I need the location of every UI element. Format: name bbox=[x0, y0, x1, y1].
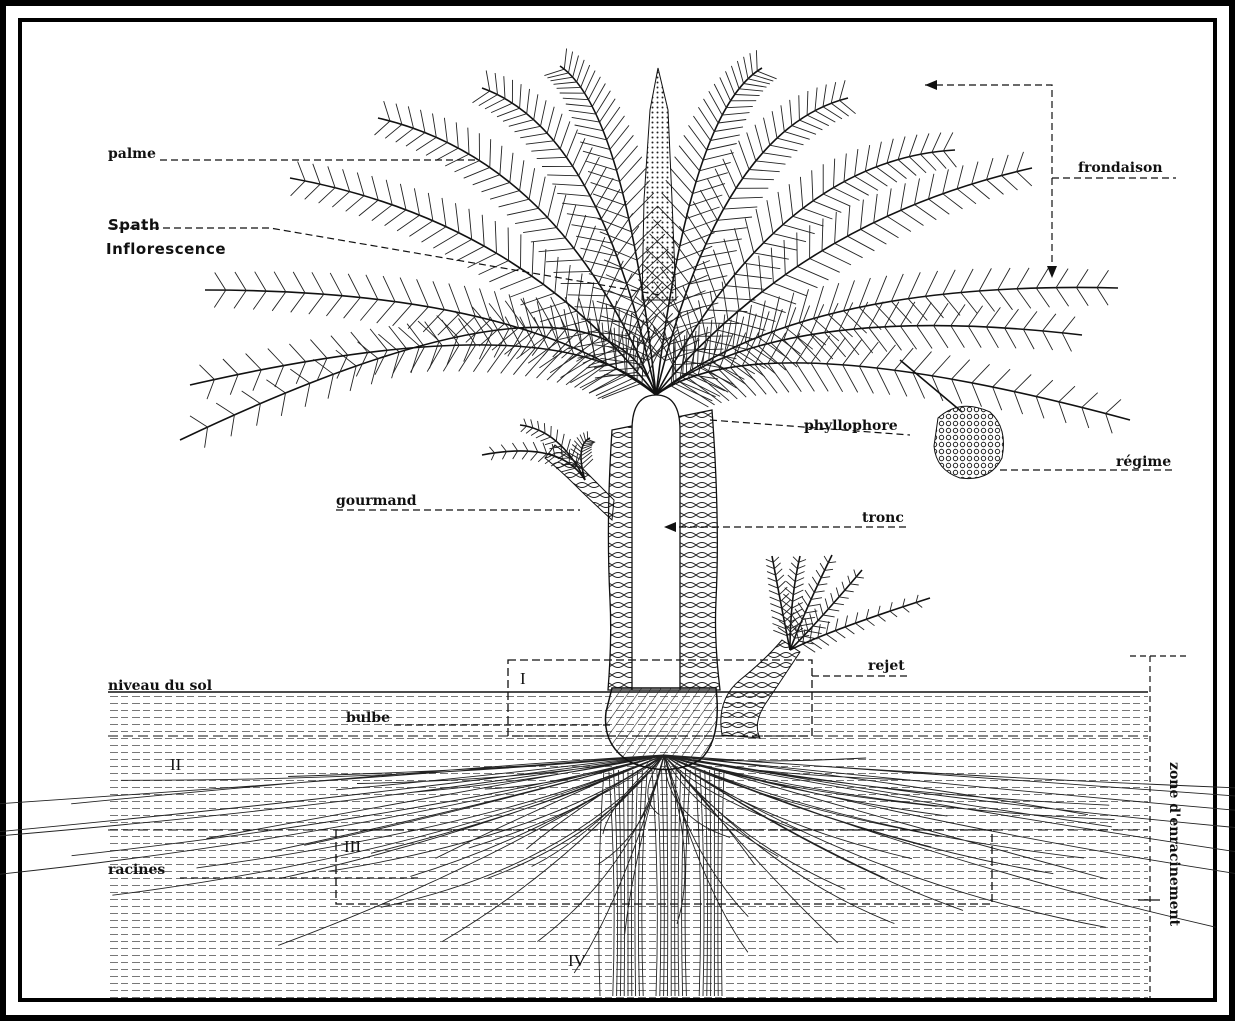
frond-2 bbox=[190, 317, 656, 400]
label-bulbe: bulbe bbox=[346, 710, 390, 726]
label-regime: régime bbox=[1116, 454, 1171, 470]
frondaison-arrow-bottom bbox=[1047, 266, 1057, 278]
rejet-leaves bbox=[766, 555, 930, 652]
label-spath: Spath bbox=[108, 216, 160, 234]
zone-label-I: I bbox=[520, 669, 526, 688]
label-zone-enracinement: zone d'enracinement bbox=[1166, 762, 1182, 927]
label-racines: racines bbox=[108, 862, 165, 878]
trunk-cutaway bbox=[632, 395, 680, 690]
label-palme: palme bbox=[108, 146, 156, 162]
zone-label-III: III bbox=[344, 837, 361, 856]
bulb bbox=[606, 688, 718, 770]
zone-label-II: II bbox=[170, 755, 182, 774]
label-phyllophore: phyllophore bbox=[804, 418, 898, 434]
label-gourmand: gourmand bbox=[336, 493, 417, 509]
spath-spike bbox=[642, 68, 676, 300]
frondaison-arrow-top bbox=[925, 80, 937, 90]
frond-13 bbox=[656, 302, 1082, 401]
regime-cluster bbox=[934, 406, 1004, 478]
gourmand-leaves bbox=[482, 419, 595, 480]
label-inflorescence: Inflorescence bbox=[106, 240, 226, 258]
leader-inflorescence bbox=[108, 228, 660, 295]
label-rejet: rejet bbox=[868, 658, 905, 674]
label-frondaison: frondaison bbox=[1078, 160, 1163, 176]
label-niveau-sol: niveau du sol bbox=[108, 678, 212, 694]
label-tronc: tronc bbox=[862, 510, 904, 526]
zone-label-IV: IV bbox=[568, 951, 587, 970]
rejet-leaf-2 bbox=[778, 556, 806, 650]
frondaison-bracket bbox=[925, 85, 1052, 275]
regime-stalk bbox=[900, 360, 962, 412]
